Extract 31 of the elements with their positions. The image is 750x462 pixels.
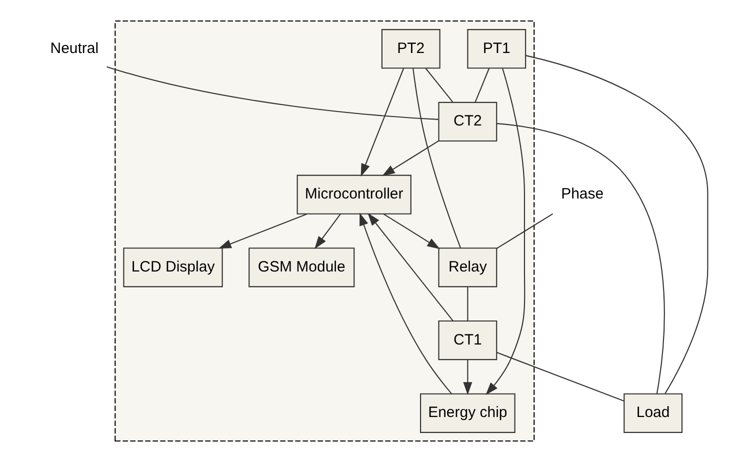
node-text: Neutral (50, 40, 99, 57)
node-box: Microcontroller (296, 174, 412, 214)
arrow (314, 214, 341, 249)
connector (526, 55, 708, 394)
arrow (463, 360, 472, 395)
connector (496, 213, 554, 249)
node-box: Load (624, 393, 683, 433)
connector (474, 68, 490, 102)
node-box: LCD Display (123, 248, 223, 288)
node-box: CT1 (438, 320, 498, 360)
connector (412, 68, 462, 248)
connector (496, 352, 624, 402)
arrow (383, 214, 440, 250)
node-box: PT2 (381, 29, 440, 69)
node-box: Relay (438, 248, 498, 288)
node-text: Phase (561, 186, 604, 203)
connector (467, 287, 468, 321)
node-box: GSM Module (248, 248, 355, 288)
node-box: PT1 (467, 29, 526, 69)
arrow (382, 140, 440, 176)
arrow (360, 212, 452, 394)
node-box: CT2 (438, 102, 498, 142)
arrow (368, 212, 454, 322)
arrow (360, 68, 404, 177)
connector (425, 68, 454, 102)
node-box: Energy chip (420, 393, 516, 433)
arrow (486, 68, 526, 396)
cluster (114, 20, 535, 442)
arrow (218, 214, 308, 249)
connector (106, 66, 438, 120)
connector (496, 123, 665, 394)
